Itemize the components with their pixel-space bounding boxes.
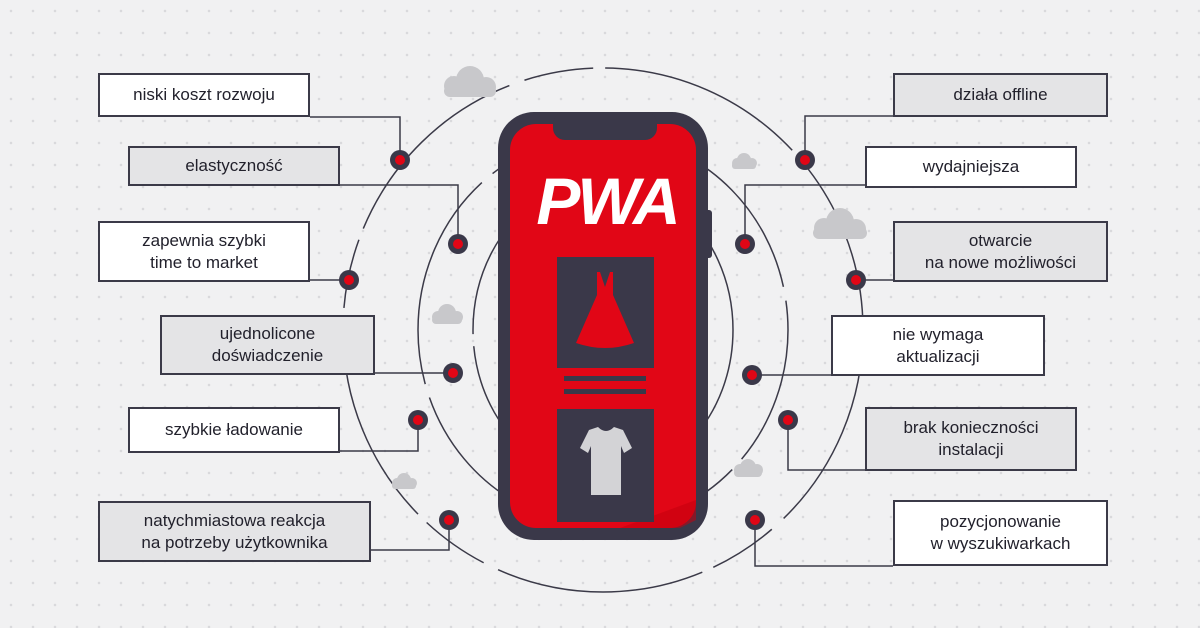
node-dot	[742, 365, 762, 385]
cloud-icon	[392, 473, 417, 489]
feature-label-search-positioning: pozycjonowanie w wyszukiwarkach	[893, 500, 1108, 566]
node-dot	[448, 234, 468, 254]
divider-line	[564, 389, 646, 394]
feature-label-instant-response: natychmiastowa reakcja na potrzeby użytk…	[98, 501, 371, 562]
feature-label-time-to-market: zapewnia szybki time to market	[98, 221, 310, 282]
connector-line	[754, 520, 893, 567]
feature-label-flexibility: elastyczność	[128, 146, 340, 186]
cloud-icon	[444, 66, 496, 97]
feature-label-no-updates: nie wymaga aktualizacji	[831, 315, 1045, 376]
node-dot	[846, 270, 866, 290]
nodes	[339, 150, 866, 530]
dress-icon	[576, 272, 634, 348]
feature-label-new-opportunities: otwarcie na nowe możliwości	[893, 221, 1108, 282]
node-dot	[443, 363, 463, 383]
node-dot	[408, 410, 428, 430]
feature-label-no-installation: brak konieczności instalacji	[865, 407, 1077, 471]
cloud-icon	[734, 459, 763, 477]
phone-notch	[553, 112, 657, 140]
tshirt-icon	[580, 427, 632, 495]
cloud-icon	[813, 208, 867, 239]
connector-line	[787, 420, 865, 471]
phone: PWA	[498, 112, 712, 540]
feature-label-more-efficient: wydajniejsza	[865, 146, 1077, 188]
connector-line	[371, 520, 450, 551]
connector-line	[340, 420, 419, 452]
feature-label-low-cost: niski koszt rozwoju	[98, 73, 310, 117]
cloud-icon	[732, 153, 757, 169]
connector-line	[804, 115, 893, 160]
feature-label-unified-experience: ujednolicone doświadczenie	[160, 315, 375, 375]
node-dot	[778, 410, 798, 430]
feature-label-fast-loading: szybkie ładowanie	[128, 407, 340, 453]
node-dot	[745, 510, 765, 530]
node-dot	[795, 150, 815, 170]
clouds	[392, 66, 867, 489]
node-dot	[439, 510, 459, 530]
connector-line	[310, 116, 401, 160]
connector-line	[340, 184, 459, 244]
connector-line	[744, 184, 865, 244]
node-dot	[339, 270, 359, 290]
pwa-logo: PWA	[536, 164, 677, 238]
node-dot	[735, 234, 755, 254]
divider-line	[564, 376, 646, 381]
node-dot	[390, 150, 410, 170]
feature-label-offline: działa offline	[893, 73, 1108, 117]
cloud-icon	[432, 304, 463, 324]
